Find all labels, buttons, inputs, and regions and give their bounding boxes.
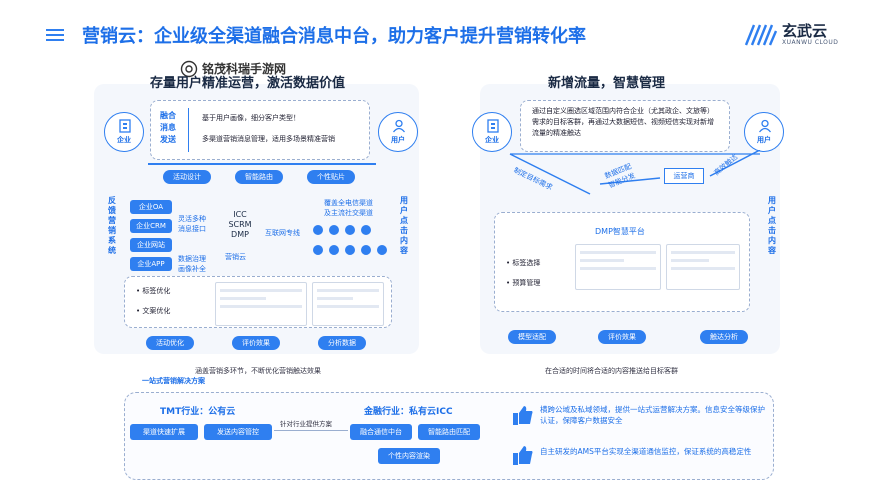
connector-line	[274, 430, 348, 431]
channel-icons	[310, 222, 390, 262]
dmp-title: DMP智慧平台	[595, 227, 645, 236]
dmp-tag-select: • 标签选择	[506, 259, 541, 267]
dmp-budget-label: 预算管理	[512, 279, 541, 287]
source-app: 企业APP	[130, 257, 172, 271]
platform-dmp: DMP	[231, 230, 249, 239]
watermark: 铭茂科瑞手游网	[180, 58, 340, 80]
fusion-line-2: 多渠道营销消息管理，适用多场景精准营销	[202, 135, 335, 143]
right-user-node: 用户	[744, 112, 784, 152]
platform-stack: ICC SCRM DMP	[222, 210, 258, 240]
pill-personal-sticker: 个性贴片	[307, 170, 355, 184]
user-label: 用户	[757, 136, 771, 144]
menu-icon[interactable]	[46, 29, 64, 41]
enterprise-label: 企业	[485, 136, 499, 144]
pill-smart-match: 智能路由匹配	[418, 424, 480, 440]
opt-tags-label: 标签优化	[142, 287, 171, 295]
pill-model-fit: 模型适配	[508, 330, 556, 344]
user-label: 用户	[391, 136, 405, 144]
source-oa: 企业OA	[130, 200, 172, 214]
thumbs-up-icon	[512, 444, 534, 466]
left-user-node: 用户	[378, 112, 418, 152]
brand-subname: XUANWU CLOUD	[782, 39, 839, 46]
pill-activity-optimize: 活动优化	[146, 336, 194, 350]
pill-reach-analysis: 触达分析	[700, 330, 748, 344]
tmt-title: TMT行业：公有云	[160, 407, 236, 417]
right-enterprise-node: 企业	[472, 112, 512, 152]
carrier-label: 运营商	[673, 172, 695, 180]
platform-icc: ICC	[233, 210, 247, 219]
left-footer: 涵盖营销多环节，不断优化营销触达效果	[195, 367, 321, 375]
finance-title: 金融行业：私有云ICC	[364, 407, 453, 417]
source-crm: 企业CRM	[130, 219, 172, 233]
user-icon	[758, 119, 772, 133]
dashboard-screenshot-2	[312, 282, 384, 326]
thumbs-up-icon	[512, 404, 534, 426]
watermark-text: 铭茂科瑞手游网	[202, 62, 287, 76]
pill-personal-render: 个性内容渲染	[378, 448, 440, 464]
dmp-screenshot-2	[666, 244, 740, 290]
dmp-budget: • 预算管理	[506, 279, 541, 287]
fusion-divider	[188, 108, 189, 152]
top-flow-arrow	[148, 163, 376, 165]
dmp-tag-select-label: 标签选择	[512, 259, 541, 267]
source-website: 企业网站	[130, 238, 172, 252]
carrier-box: 运营商	[664, 168, 704, 184]
left-vertical-user-click: 用户点击内容	[400, 196, 408, 255]
right-desc-box	[520, 100, 730, 152]
left-enterprise-node: 企业	[104, 112, 144, 152]
point-1: 横跨公域及私域领域，提供一站式运营解决方案。信息安全等级保护认证，保障客户数据安…	[540, 405, 765, 425]
left-panel-title: 存量用户精准运营，激活数据价值	[150, 76, 346, 91]
right-flow-arrows	[509, 150, 761, 195]
platform-scrm: SCRM	[228, 220, 252, 229]
pill-evaluate-effect: 评价效果	[232, 336, 280, 350]
opt-copy-label: 文案优化	[142, 307, 171, 315]
brand-name: 玄武云	[782, 22, 828, 40]
dashboard-screenshot-1	[215, 282, 307, 326]
right-desc: 通过自定义圈选区域范围内符合企业（尤其政企、文旅等）需求的目标客群，再通过大数据…	[532, 107, 714, 137]
pill-channel-expand: 渠道快速扩展	[130, 424, 198, 440]
social-icons	[313, 225, 387, 255]
pill-fusion-platform: 融合通信中台	[350, 424, 412, 440]
pill-activity-design: 活动设计	[163, 170, 211, 184]
opt-copy: • 文案优化	[136, 307, 171, 315]
fusion-box	[150, 100, 370, 160]
pill-evaluate: 评价效果	[598, 330, 646, 344]
fusion-line-1: 基于用户画像，细分客户类型！	[202, 114, 300, 122]
fusion-label: 融合 消息 发送	[160, 111, 176, 144]
right-footer: 在合适的时间将合适的内容推送给目标客群	[545, 367, 678, 375]
building-icon	[119, 119, 131, 133]
platform-name: 营销云	[225, 253, 246, 261]
solution-label: 一站式营销解决方案	[142, 377, 205, 385]
mid-text-governance: 数据治理 画像补全	[178, 255, 206, 273]
page-title: 营销云：企业级全渠道融合消息中台，助力客户提升营销转化率	[82, 26, 586, 47]
brand-logo: 玄武云 XUANWU CLOUD	[744, 20, 854, 50]
building-icon	[487, 119, 499, 133]
enterprise-label: 企业	[117, 136, 131, 144]
pill-analyze-data: 分析数据	[318, 336, 366, 350]
right-panel-title: 新增流量，智慧管理	[548, 76, 666, 91]
internet-line-label: 互联网专线	[265, 229, 300, 237]
watermark-icon	[180, 60, 198, 78]
connector-label: 针对行业提供方案	[280, 420, 332, 428]
pill-smart-routing: 智能路由	[235, 170, 283, 184]
point-2: 自主研发的AMS平台实现全渠道通信监控，保证系统的高稳定性	[540, 447, 752, 456]
dmp-screenshot-1	[575, 244, 661, 290]
cover-text: 覆盖全电信渠道 及主流社交渠道	[324, 199, 373, 217]
opt-tags: • 标签优化	[136, 287, 171, 295]
user-icon	[392, 119, 406, 133]
mid-text-interfaces: 灵活多种 消息接口	[178, 215, 206, 233]
xuanwu-logo-icon	[744, 24, 778, 46]
right-vertical-user-click: 用户点击内容	[768, 196, 776, 255]
left-vertical-feedback: 反馈营销系统	[108, 196, 116, 255]
pill-content-control: 发送内容管控	[204, 424, 272, 440]
